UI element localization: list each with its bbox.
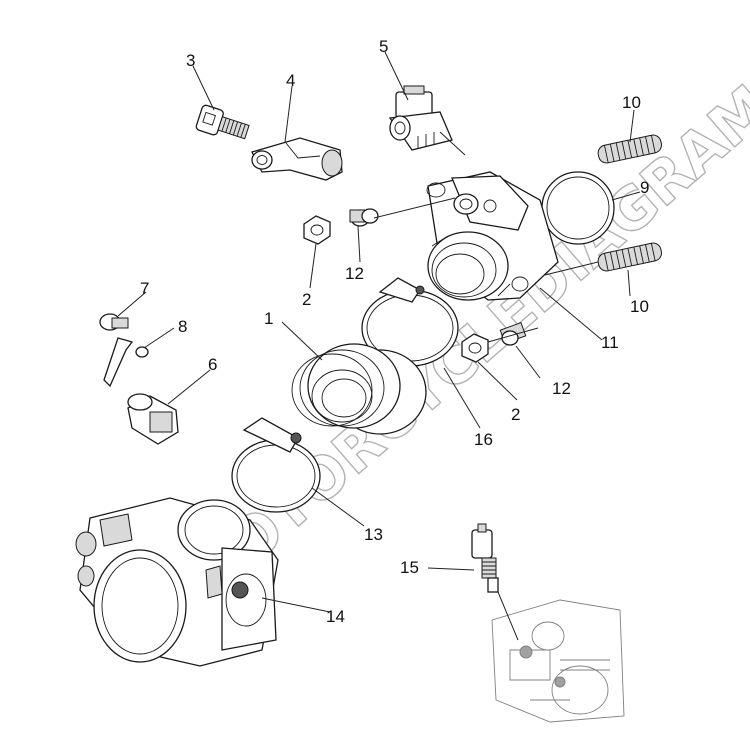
part-12-spacer-upper <box>349 208 379 227</box>
label-7: 7 <box>140 279 149 298</box>
label-9: 9 <box>640 178 649 197</box>
part-5-injector <box>388 85 466 156</box>
part-12-spacer-lower <box>499 322 527 346</box>
label-15: 15 <box>400 558 419 577</box>
part-15-sensor <box>471 523 499 593</box>
part-1-boot <box>291 343 427 435</box>
label-16: 16 <box>474 430 493 449</box>
label-6: 6 <box>208 355 217 374</box>
part-6-sensor <box>127 393 179 445</box>
label-3: 3 <box>186 51 195 70</box>
part-11-manifold <box>426 171 559 301</box>
part-2-nut-upper <box>303 215 331 245</box>
part-10-stud-lower <box>597 242 662 272</box>
label-12-upper: 12 <box>345 264 364 283</box>
leader-lines <box>117 51 641 641</box>
part-2-nut-lower <box>461 333 489 363</box>
label-4: 4 <box>286 71 295 90</box>
part-7-screw <box>99 313 129 331</box>
part-10-stud-upper <box>597 134 662 164</box>
part-3-bolt <box>195 104 250 140</box>
label-2-lower: 2 <box>511 405 520 424</box>
part-16-clamp <box>361 277 459 367</box>
label-10-lower: 10 <box>630 297 649 316</box>
part-8-washer <box>103 337 149 388</box>
part-4-bracket <box>251 137 343 181</box>
label-14: 14 <box>326 607 345 626</box>
label-5: 5 <box>379 37 388 56</box>
label-13: 13 <box>364 525 383 544</box>
label-8: 8 <box>178 317 187 336</box>
part-9-o-ring <box>541 171 615 245</box>
engine-inset <box>491 599 625 723</box>
label-11: 11 <box>601 333 619 352</box>
part-14-throttle-body <box>75 497 279 667</box>
part-13-clamp <box>231 417 321 513</box>
callout-labels: 3 4 5 10 9 10 11 12 2 12 2 16 1 7 8 6 13… <box>140 37 649 626</box>
label-12-lower: 12 <box>552 379 571 398</box>
label-10-upper: 10 <box>622 93 641 112</box>
label-2-upper: 2 <box>302 290 311 309</box>
label-1: 1 <box>264 309 273 328</box>
